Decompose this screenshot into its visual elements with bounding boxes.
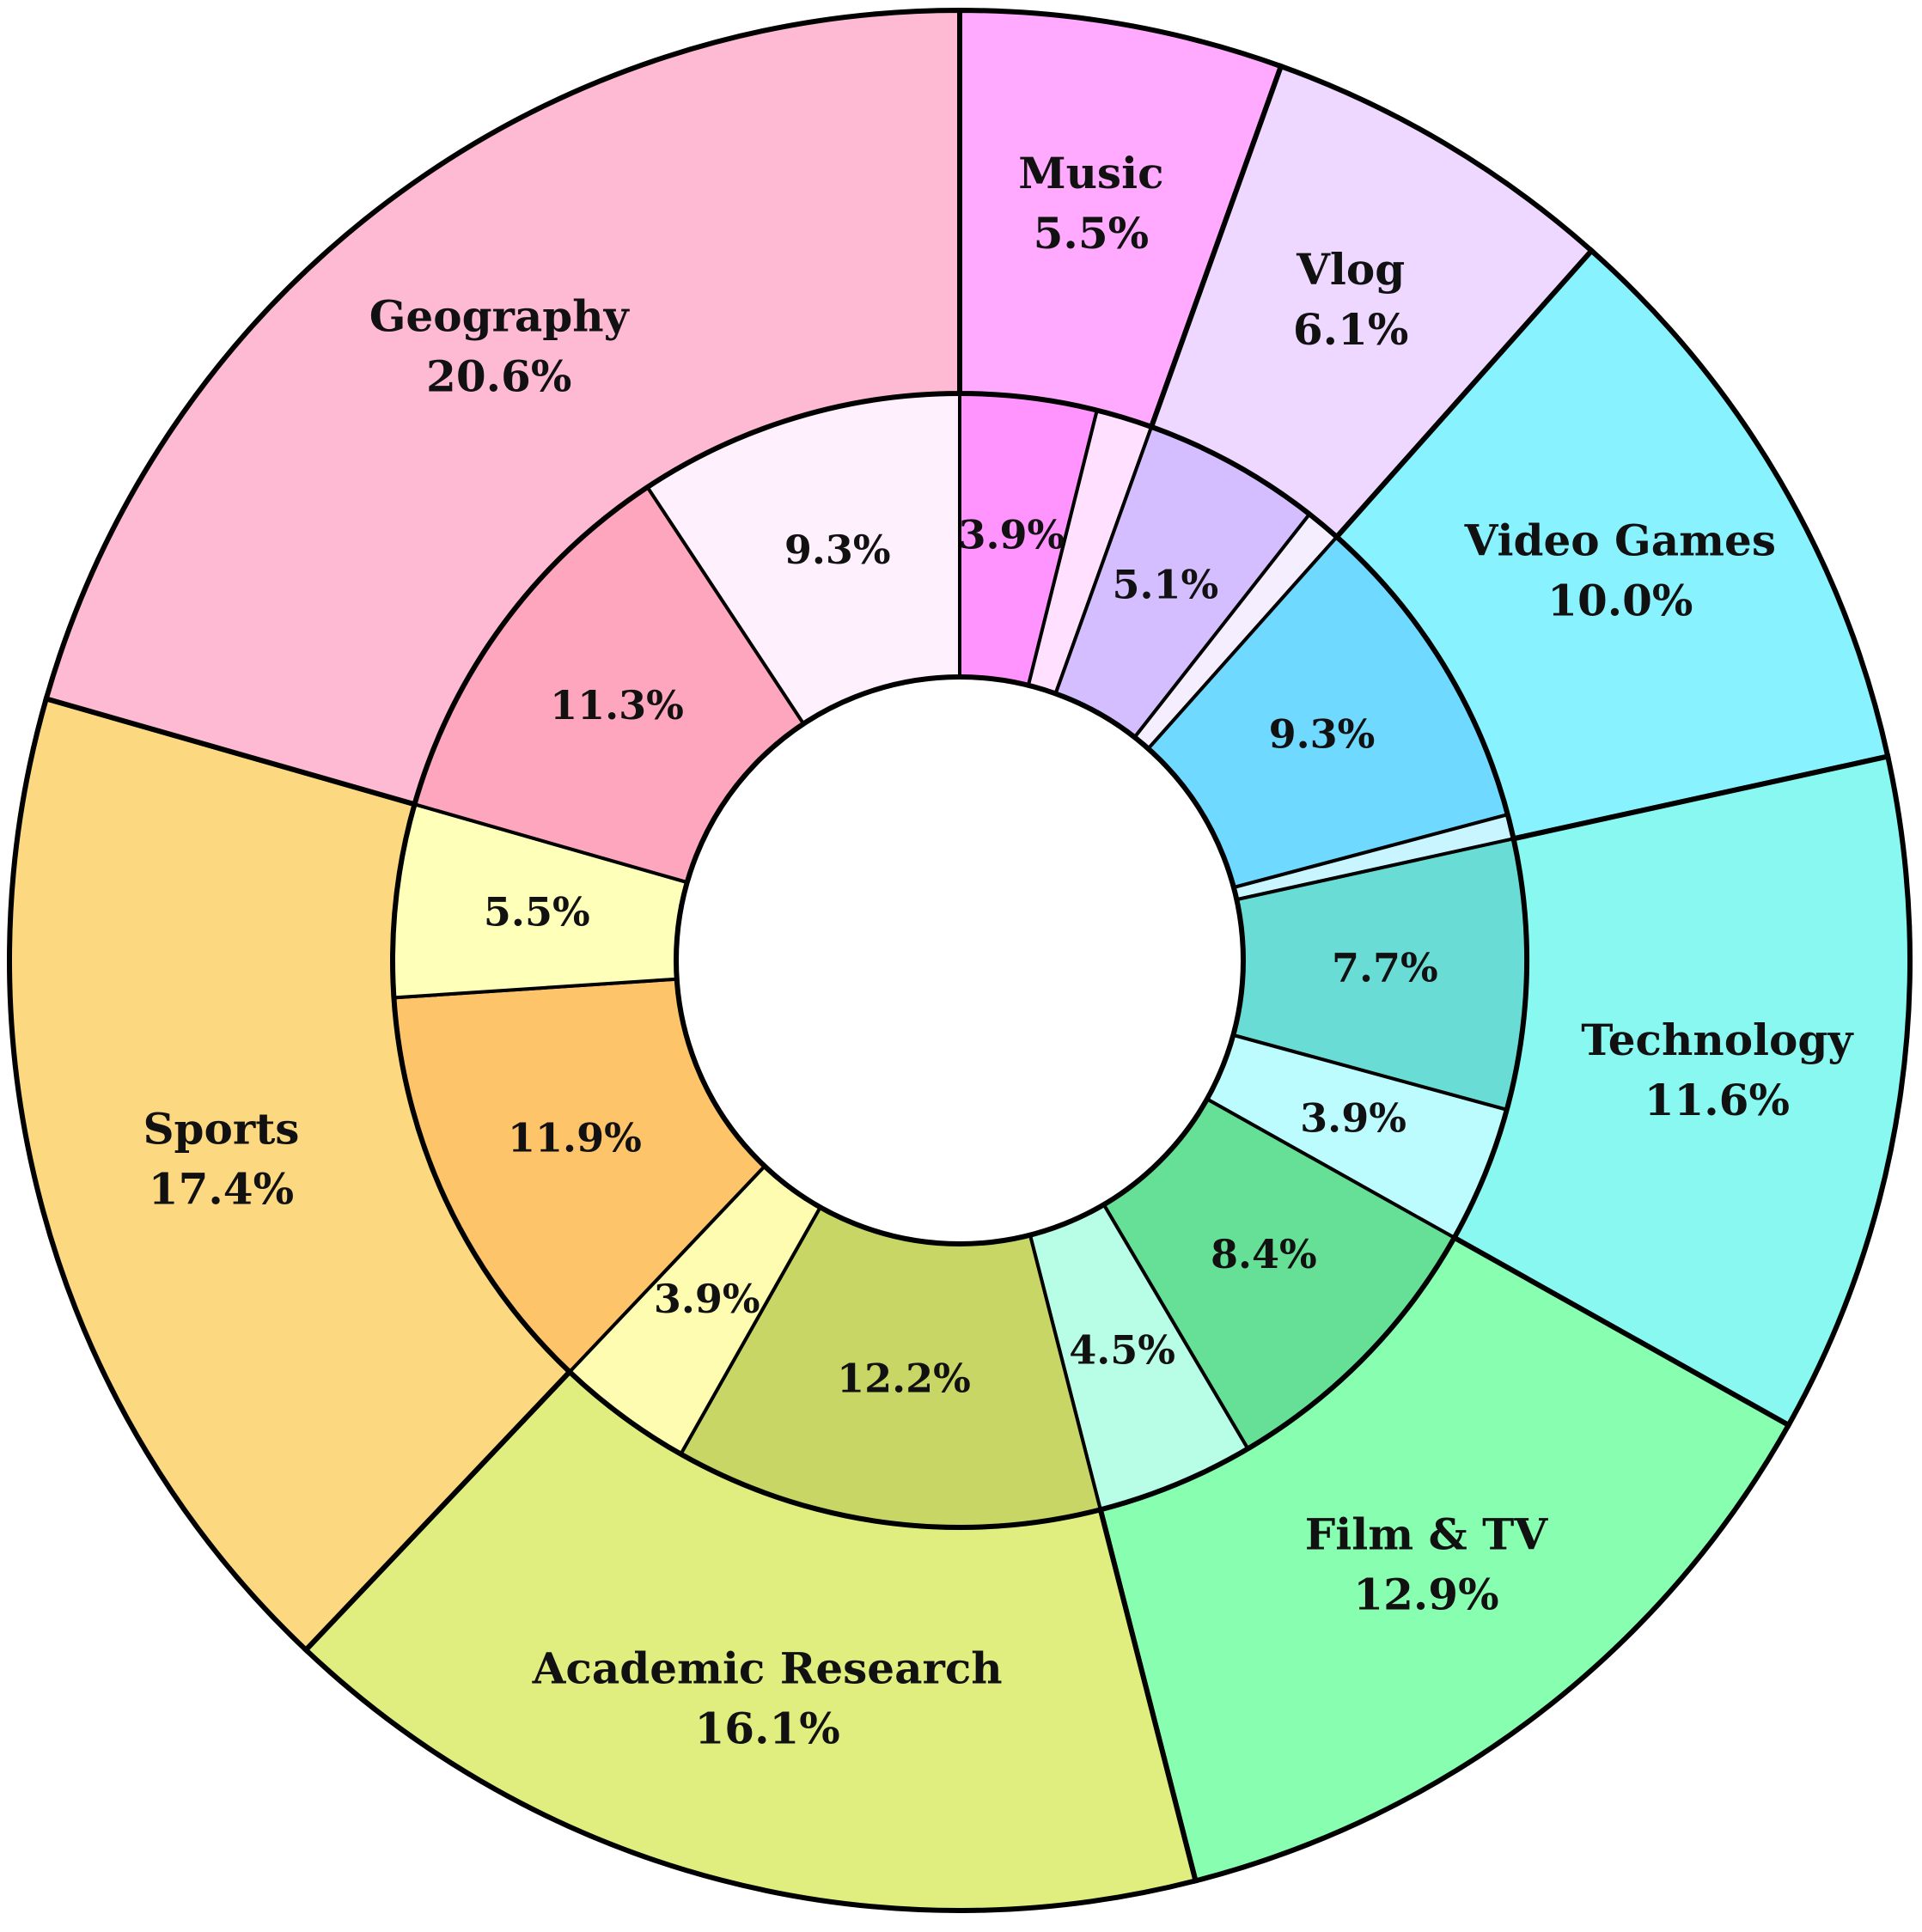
outer-percent-video-games: 10.0% [1547, 576, 1693, 626]
outer-wedge-academic-research [302, 1368, 1199, 1913]
outer-percent-academic-research: 16.1% [694, 1703, 839, 1753]
outer-label-film-tv: Film & TV [1305, 1508, 1549, 1559]
outer-label-video-games: Video Games [1464, 515, 1776, 566]
chart-labels: 3.9% 5.1% 9.3% 7.7% 3.9% 8.4% 4.5% 12.2% 3.9% 11.… [143, 148, 1854, 1753]
inner-label-6: 7.7% [1332, 944, 1438, 990]
outer-percent-sports: 17.4% [149, 1164, 294, 1215]
outer-label-geography: Geography [369, 290, 631, 341]
outer-wedge-video-games [1333, 247, 1891, 842]
outer-label-sports: Sports [143, 1104, 299, 1155]
outer-label-vlog: Vlog [1296, 244, 1405, 295]
outer-percent-vlog: 6.1% [1293, 304, 1409, 355]
inner-label-14: 11.3% [550, 682, 684, 728]
inner-label-12: 11.9% [508, 1114, 642, 1161]
outer-label-academic-research: Academic Research [532, 1643, 1003, 1693]
inner-label-13: 5.5% [484, 888, 590, 935]
outer-percent-geography: 20.6% [426, 350, 571, 401]
inner-label-8: 8.4% [1211, 1231, 1317, 1277]
outer-wedge-geography [43, 7, 962, 808]
outer-percent-music: 5.5% [1034, 208, 1150, 259]
outer-ring [7, 7, 1913, 1913]
inner-label-4: 9.3% [1269, 711, 1376, 758]
outer-label-technology: Technology [1581, 1015, 1854, 1065]
inner-label-0: 3.9% [959, 512, 1065, 558]
inner-label-10: 12.2% [837, 1356, 971, 1402]
outer-wedge-film-tv [1097, 1234, 1792, 1885]
inner-label-9: 4.5% [1069, 1326, 1175, 1373]
inner-label-7: 3.9% [1300, 1095, 1406, 1142]
inner-label-2: 5.1% [1113, 562, 1219, 608]
inner-label-15: 9.3% [784, 527, 891, 573]
outer-label-music: Music [1018, 148, 1163, 198]
outer-wedge-technology [1450, 753, 1913, 1429]
center-hole [674, 674, 1246, 1246]
outer-percent-film-tv: 12.9% [1353, 1569, 1498, 1619]
inner-label-11: 3.9% [654, 1276, 760, 1322]
outer-percent-technology: 11.6% [1644, 1075, 1790, 1125]
outer-wedge-sports [7, 695, 574, 1654]
